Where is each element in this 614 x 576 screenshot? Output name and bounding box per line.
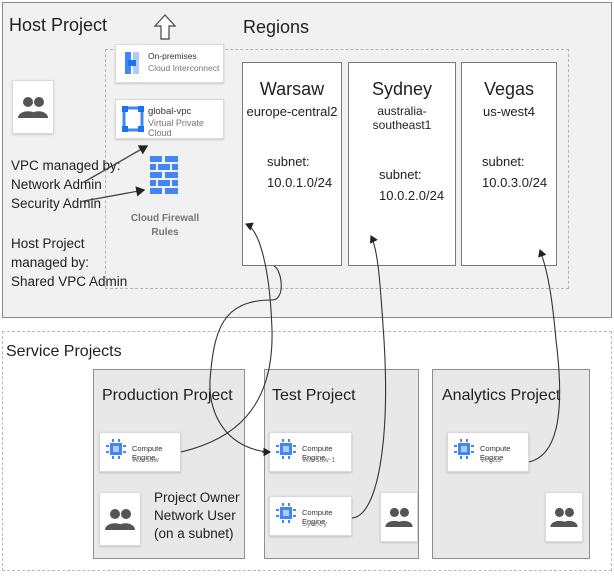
compute-engine-icon — [276, 439, 296, 459]
region-sydney: Sydney australia-southeast1 subnet: 10.0… — [348, 62, 456, 266]
firewall-label-2: Rules — [151, 227, 179, 238]
regions-title: Regions — [243, 17, 310, 37]
network-admin-label: Network Admin — [11, 177, 102, 192]
global-vpc-subtitle: Virtual Private Cloud — [148, 118, 204, 138]
subnet-label: subnet: — [379, 167, 422, 182]
on-premises-subtitle: Cloud Interconnect — [148, 63, 220, 73]
subnet-cidr: 10.0.2.0/24 — [379, 188, 445, 203]
vpc-icon — [122, 106, 144, 132]
production-owner-text: Project Owner Network User (on a subnet) — [154, 489, 240, 543]
production-project-title: Production Project — [102, 387, 233, 404]
upload-arrow-icon — [153, 14, 177, 40]
analytics-vm-card: Compute Engine Vegas — [447, 432, 529, 472]
subnet-label: subnet: — [267, 154, 310, 169]
people-icon — [105, 509, 135, 530]
shared-vpc-admin-label: Shared VPC Admin — [11, 274, 128, 289]
subnet-label: subnet: — [482, 154, 525, 169]
service-projects-title: Service Projects — [6, 343, 122, 360]
security-admin-label: Security Admin — [11, 196, 102, 211]
vm-title: Compute Engine — [480, 444, 511, 462]
people-icon — [550, 507, 578, 527]
network-user-label: Network User — [154, 508, 236, 523]
global-vpc-card: global-vpc Virtual Private Cloud — [115, 99, 224, 139]
production-vm-card: Compute Engine Warsaw — [99, 432, 181, 472]
analytics-owner-avatar — [545, 492, 583, 542]
compute-engine-icon — [276, 503, 296, 523]
host-managed-label-1: Host Project — [11, 236, 85, 251]
people-icon — [18, 97, 48, 118]
firewall-icon — [150, 156, 178, 194]
region-warsaw: Warsaw europe-central2 subnet: 10.0.1.0/… — [242, 62, 342, 266]
region-name: Vegas — [483, 79, 535, 99]
test-project-title: Test Project — [272, 387, 356, 404]
vm-subtitle: Warsaw — [132, 455, 159, 464]
region-code: europe-central2 — [246, 104, 338, 119]
subnet-cidr: 10.0.1.0/24 — [267, 175, 333, 190]
vpc-managed-by-label: VPC managed by: — [11, 158, 121, 173]
host-admin-avatar — [12, 80, 54, 134]
on-premises-card: On-premises Cloud Interconnect — [115, 44, 224, 83]
firewall-label: Cloud Firewall Rules — [124, 212, 206, 240]
test-vm2-card: Compute Engine Sydney — [269, 496, 352, 536]
host-managed-label-2: managed by: — [11, 255, 90, 270]
project-owner-label: Project Owner — [154, 490, 240, 505]
region-name: Sydney — [371, 79, 433, 99]
test-vm1-card: Compute Engine Warsaw-1 — [269, 432, 352, 472]
vpc-managed-by: VPC managed by: Network Admin Security A… — [11, 156, 121, 213]
compute-engine-icon — [454, 439, 474, 459]
vm-title: Compute Engine — [132, 444, 163, 462]
subnet-cidr: 10.0.3.0/24 — [482, 175, 548, 190]
region-name: Warsaw — [259, 79, 325, 99]
on-a-subnet-label: (on a subnet) — [154, 526, 234, 541]
global-vpc-title: global-vpc — [148, 106, 192, 117]
vm-subtitle: Sydney — [302, 519, 328, 528]
region-code: us-west4 — [482, 104, 536, 119]
on-premises-title: On-premises — [148, 51, 197, 61]
vm-title: Compute Engine — [302, 444, 333, 462]
test-owner-avatar — [380, 492, 418, 542]
production-owner-avatar — [99, 492, 141, 546]
analytics-project-title: Analytics Project — [442, 387, 561, 404]
host-managed-by: Host Project managed by: Shared VPC Admi… — [11, 234, 127, 291]
region-vegas: Vegas us-west4 subnet: 10.0.3.0/24 — [461, 62, 557, 266]
firewall-label-1: Cloud Firewall — [130, 213, 200, 224]
compute-engine-icon — [106, 439, 126, 459]
host-project-title: Host Project — [9, 15, 108, 35]
vm-subtitle: Warsaw-1 — [302, 455, 336, 464]
vm-title: Compute Engine — [302, 508, 333, 526]
interconnect-icon — [125, 52, 139, 74]
region-code: australia-southeast1 — [372, 104, 432, 132]
people-icon — [385, 507, 413, 527]
vm-subtitle: Vegas — [480, 455, 501, 464]
